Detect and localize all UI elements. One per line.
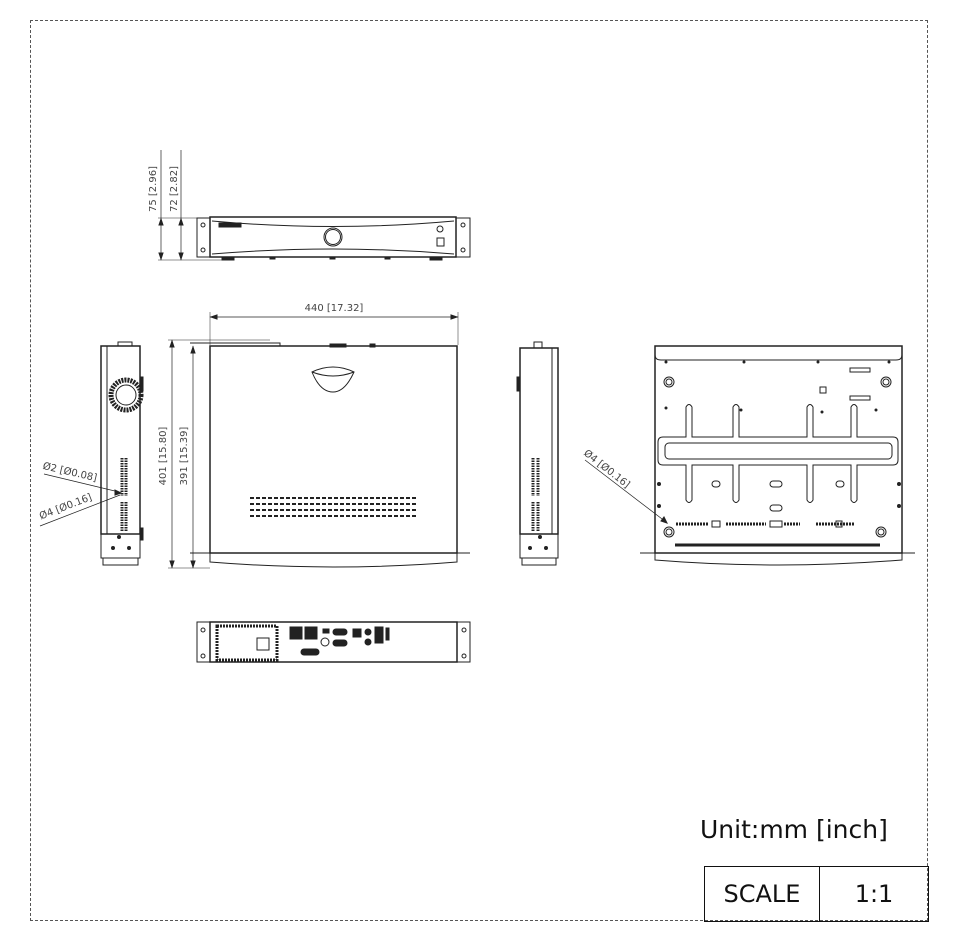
front-view: [158, 150, 471, 261]
dim-hole-small: Ø2 [Ø0.08]: [41, 461, 98, 485]
bottom-view: [584, 345, 915, 566]
dim-hole-large-bottom: Ø4 [Ø0.16]: [581, 448, 632, 491]
scale-value: 1:1: [854, 880, 894, 908]
dim-height-total: 75 [2.96]: [148, 166, 159, 212]
top-view: [168, 312, 470, 569]
unit-label: Unit:mm [inch]: [700, 815, 888, 844]
rear-view: [196, 621, 471, 663]
dim-depth-body: 391 [15.39]: [179, 426, 190, 486]
left-side-view: [39, 341, 144, 566]
scale-label: SCALE: [705, 867, 820, 921]
dim-width: 440 [17.32]: [304, 303, 364, 314]
right-side-view: [516, 341, 559, 566]
drawing-sheet-border: [30, 20, 928, 921]
scale-table: SCALE 1:1: [704, 866, 929, 922]
dim-height-body: 72 [2.82]: [169, 166, 180, 212]
dim-depth-total: 401 [15.80]: [158, 426, 169, 486]
dim-hole-large-side: Ø4 [Ø0.16]: [38, 492, 94, 523]
